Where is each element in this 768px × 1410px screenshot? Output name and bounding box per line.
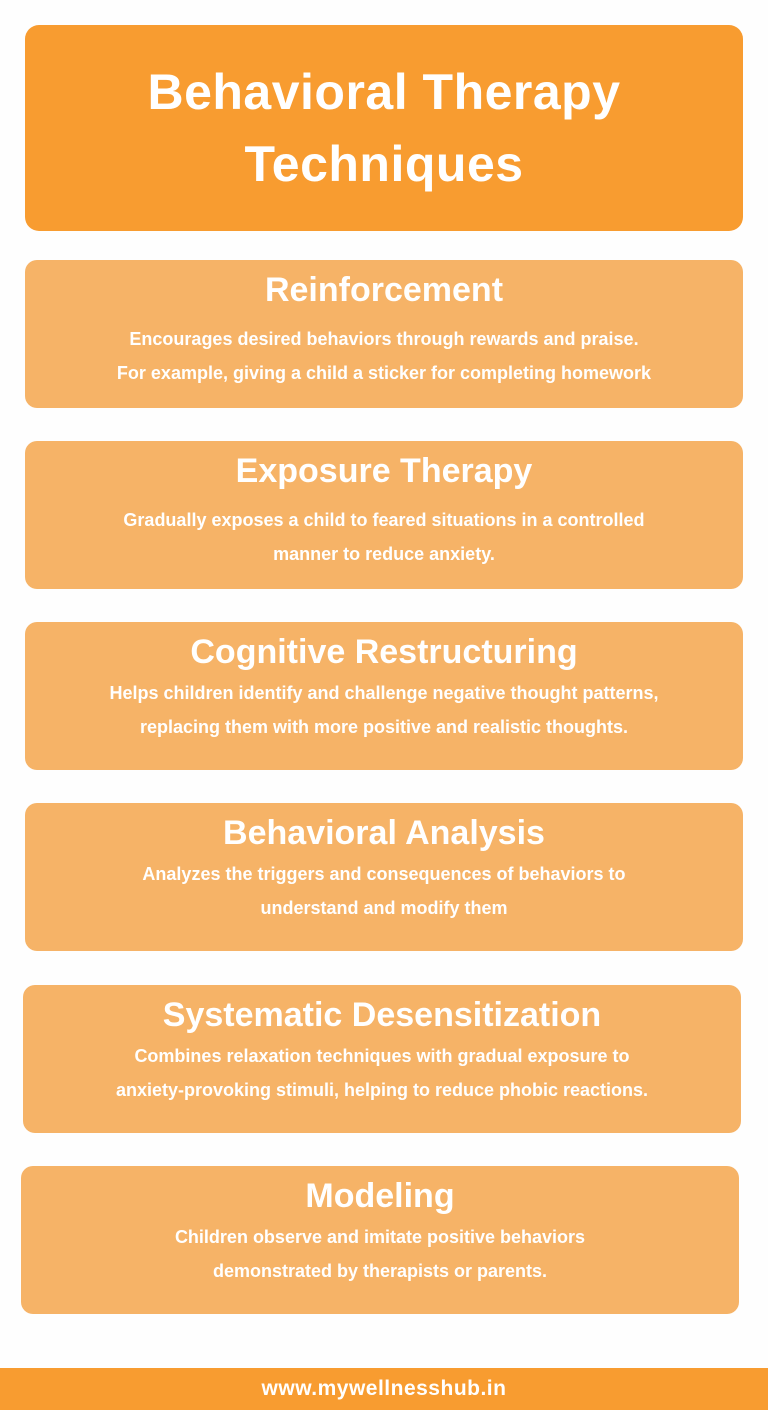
- page-title: Behavioral Therapy Techniques: [147, 56, 620, 200]
- description-line: demonstrated by therapists or parents.: [212, 1261, 548, 1281]
- footer-banner: www.mywellnesshub.in: [0, 1368, 768, 1410]
- description-line: understand and modify them: [260, 898, 508, 918]
- technique-card-cognitive-restructuring: Cognitive Restructuring Helps children i…: [25, 622, 743, 770]
- technique-title: Systematic Desensitization: [162, 996, 602, 1034]
- description-line: Gradually exposes a child to feared situ…: [123, 510, 645, 530]
- technique-card-behavioral-analysis: Behavioral Analysis Analyzes the trigger…: [25, 803, 743, 951]
- description-line: anxiety-provoking stimuli, helping to re…: [115, 1080, 649, 1100]
- technique-title: Exposure Therapy: [235, 452, 533, 490]
- page-title-line1: Behavioral Therapy: [147, 64, 621, 120]
- technique-card-reinforcement: Reinforcement Encourages desired behavio…: [25, 260, 743, 408]
- title-banner: Behavioral Therapy Techniques: [25, 25, 743, 231]
- description-line: Helps children identify and challenge ne…: [109, 683, 659, 703]
- description-line: Children observe and imitate positive be…: [174, 1227, 586, 1247]
- description-line: Combines relaxation techniques with grad…: [134, 1046, 630, 1066]
- technique-title: Modeling: [305, 1177, 455, 1215]
- description-line: Analyzes the triggers and consequences o…: [142, 864, 626, 884]
- technique-title: Reinforcement: [264, 271, 504, 309]
- technique-title: Cognitive Restructuring: [190, 633, 578, 671]
- technique-description: Combines relaxation techniques with grad…: [23, 1039, 741, 1107]
- technique-card-exposure-therapy: Exposure Therapy Gradually exposes a chi…: [25, 441, 743, 589]
- description-line: Encourages desired behaviors through rew…: [129, 329, 639, 349]
- description-line: replacing them with more positive and re…: [139, 717, 629, 737]
- technique-description: Analyzes the triggers and consequences o…: [25, 857, 743, 925]
- technique-card-modeling: Modeling Children observe and imitate po…: [21, 1166, 739, 1314]
- description-line: manner to reduce anxiety.: [273, 544, 495, 564]
- technique-title: Behavioral Analysis: [223, 814, 545, 852]
- page-title-line2: Techniques: [244, 136, 524, 192]
- technique-description: Children observe and imitate positive be…: [21, 1220, 739, 1288]
- technique-card-systematic-desensitization: Systematic Desensitization Combines rela…: [23, 985, 741, 1133]
- description-line: For example, giving a child a sticker fo…: [116, 363, 652, 383]
- technique-description: Encourages desired behaviors through rew…: [25, 322, 743, 390]
- technique-description: Helps children identify and challenge ne…: [25, 676, 743, 744]
- technique-description: Gradually exposes a child to feared situ…: [25, 503, 743, 571]
- website-link[interactable]: www.mywellnesshub.in: [261, 1377, 507, 1400]
